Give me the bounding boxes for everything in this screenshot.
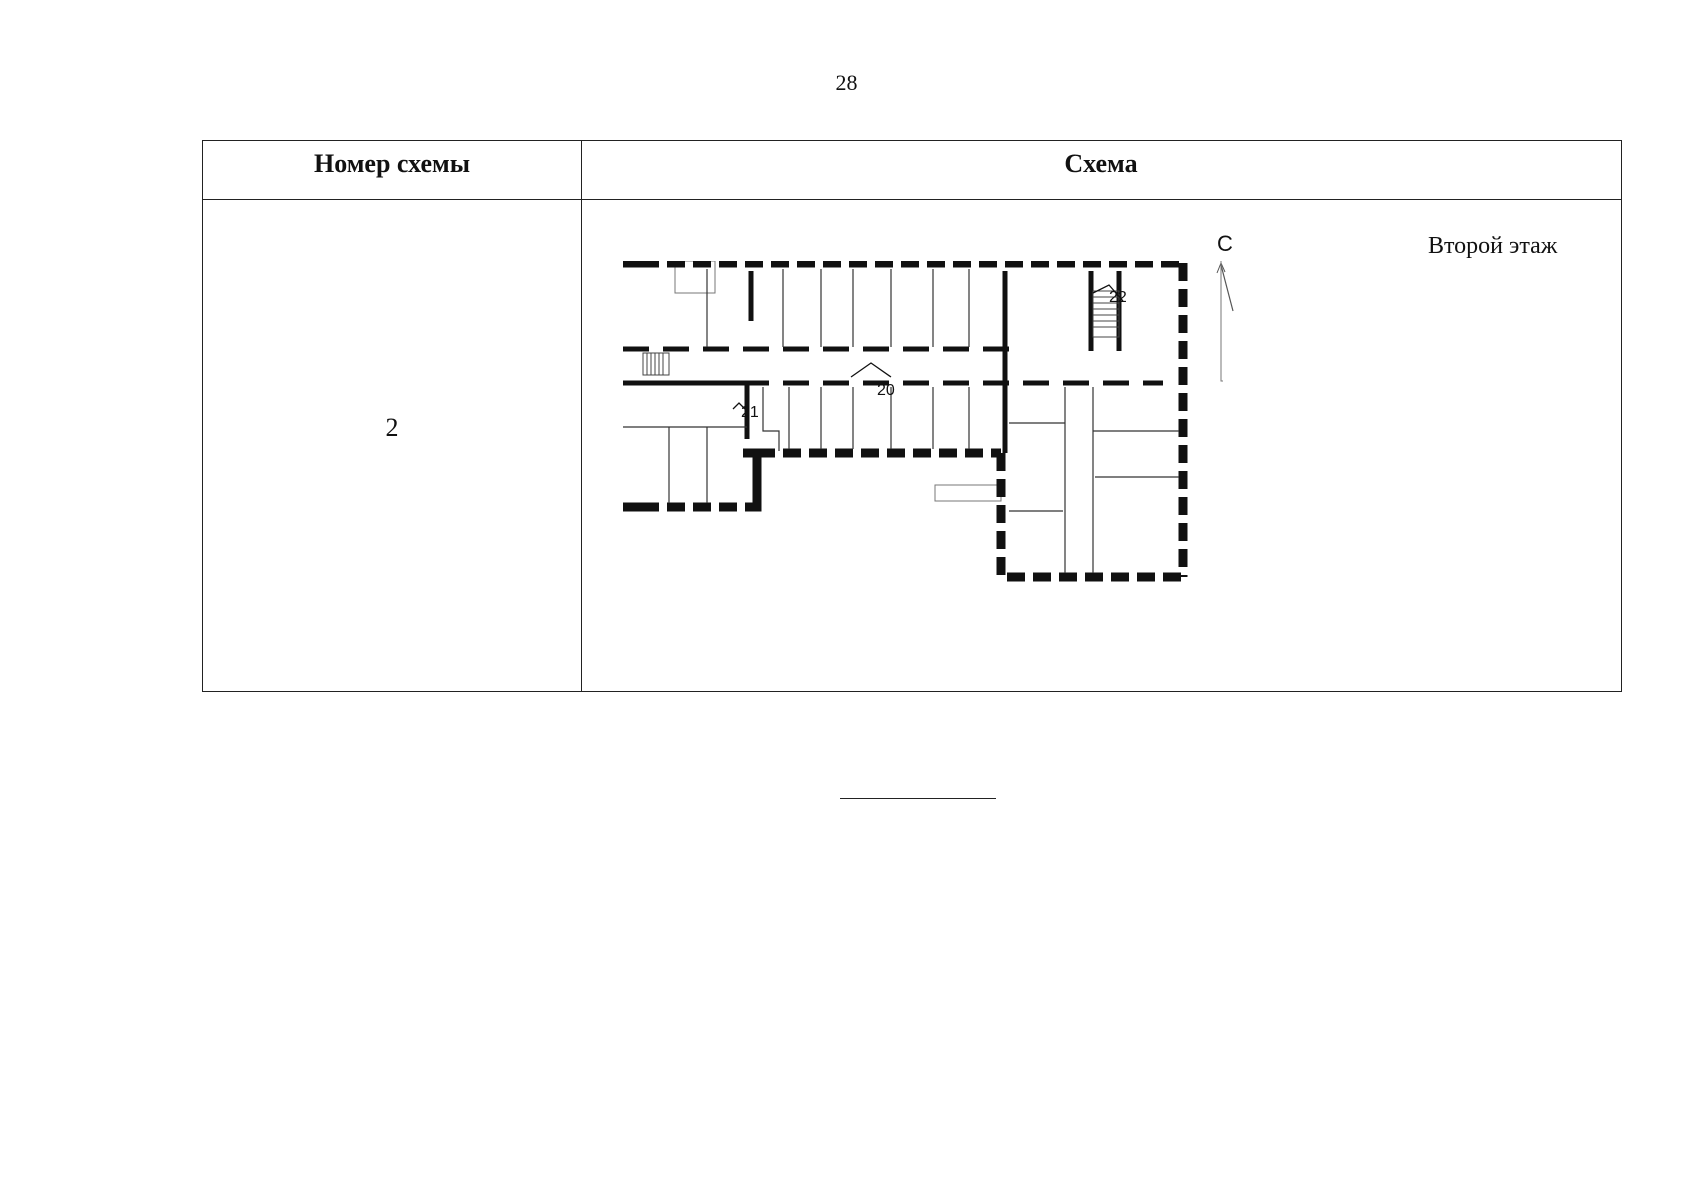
floor-label: Второй этаж: [1428, 233, 1558, 259]
scheme-table: Номер схемы Схема 2 С Второй этаж: [202, 140, 1622, 692]
bottom-rule: [840, 798, 996, 799]
header-divider: [203, 199, 1621, 200]
column-divider: [581, 141, 582, 691]
header-scheme-number: Номер схемы: [313, 149, 471, 178]
north-label: С: [1217, 231, 1233, 256]
marker-22: 22: [1109, 289, 1127, 306]
page-number: 28: [835, 70, 858, 95]
header-scheme: Схема: [1064, 149, 1138, 178]
floor-plan: [623, 261, 1223, 582]
scheme-number-cell: 2: [385, 413, 399, 442]
marker-20: 20: [877, 382, 895, 399]
marker-21: 21: [741, 404, 759, 421]
